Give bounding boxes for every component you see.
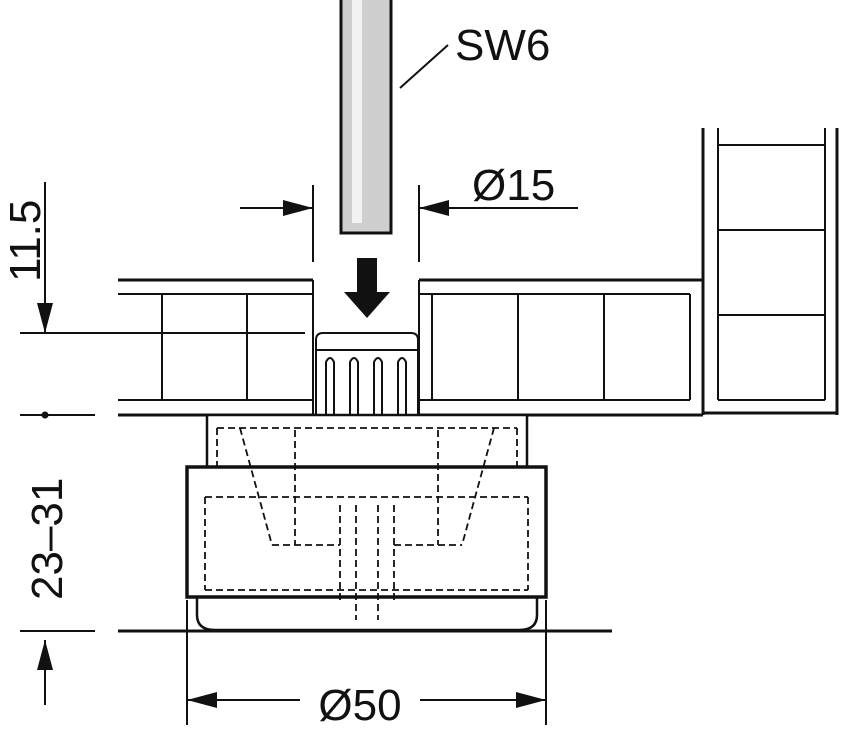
- depth-label: 11.5: [1, 200, 50, 282]
- base-diameter-dimension: [186, 600, 547, 725]
- hole-diameter-dimension: [240, 185, 578, 262]
- base-diameter-label: Ø50: [318, 681, 401, 730]
- knurled-cap: [315, 332, 419, 416]
- hex-key: [339, 0, 449, 235]
- height-range-label: 23–31: [23, 478, 72, 600]
- leveler-base: [185, 413, 548, 632]
- hole-diameter-label: Ø15: [472, 161, 555, 210]
- tool-size-label: SW6: [455, 21, 550, 70]
- down-arrow-icon: [344, 258, 390, 318]
- height-dimension: [20, 411, 95, 705]
- cabinet-side: [701, 128, 839, 415]
